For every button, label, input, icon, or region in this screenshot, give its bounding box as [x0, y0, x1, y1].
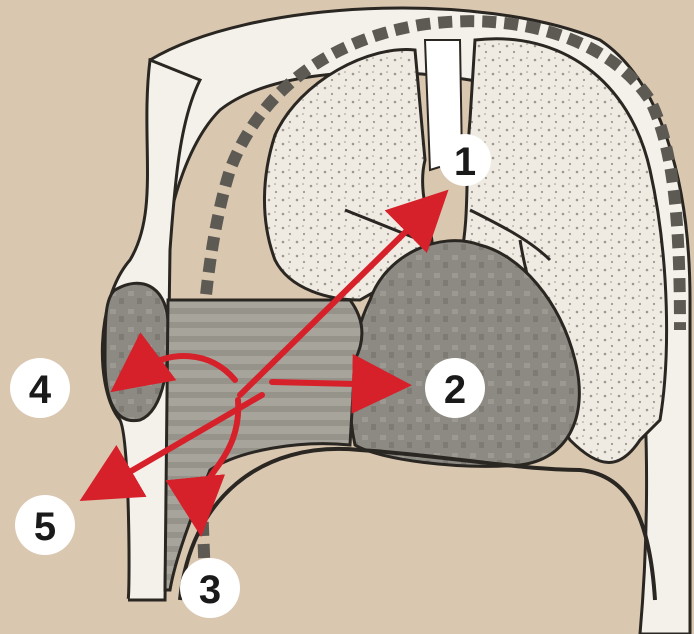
label-3-text: 3 [199, 568, 221, 612]
anterior-mass [105, 283, 168, 420]
label-5-text: 5 [34, 505, 56, 549]
label-1: 1 [439, 134, 491, 186]
label-4: 4 [10, 358, 70, 418]
label-4-text: 4 [29, 368, 52, 412]
label-2: 2 [425, 358, 485, 418]
label-3: 3 [180, 558, 240, 618]
label-2-text: 2 [444, 368, 466, 412]
label-1-text: 1 [454, 140, 476, 184]
arrow-2 [272, 382, 400, 385]
label-5: 5 [15, 495, 75, 555]
